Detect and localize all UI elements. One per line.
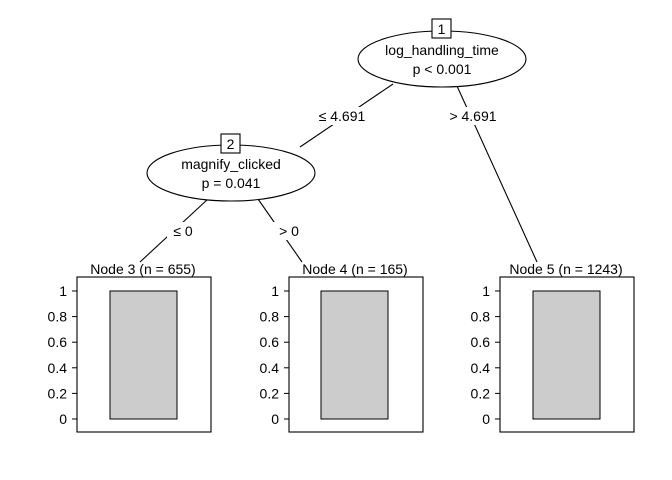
terminal-node-5: Node 5 (n = 1243) bbox=[499, 261, 635, 433]
node-variable: log_handling_time bbox=[385, 42, 499, 58]
edge-label-1-5: > 4.691 bbox=[449, 108, 496, 124]
y-tick-label: 1 bbox=[482, 283, 490, 299]
y-tick-label: 0.2 bbox=[48, 385, 68, 401]
y-tick-label: 0.8 bbox=[48, 309, 68, 325]
y-axis-node-4: 1 0.8 0.6 0.4 0.2 0 bbox=[260, 283, 289, 427]
y-tick-label: 0 bbox=[482, 411, 490, 427]
terminal-title: Node 4 (n = 165) bbox=[302, 261, 407, 277]
y-tick-label: 0.4 bbox=[48, 360, 68, 376]
inner-node-2: 2 magnify_clicked p = 0.041 bbox=[146, 133, 316, 202]
edge-label-2-4: > 0 bbox=[279, 223, 299, 239]
y-tick-label: 0.8 bbox=[260, 309, 280, 325]
node-p-value: p = 0.041 bbox=[202, 175, 261, 191]
terminal-node-4: Node 4 (n = 165) bbox=[288, 261, 424, 433]
node-id: 1 bbox=[438, 21, 446, 37]
edge-label-bg bbox=[272, 222, 306, 240]
y-tick-label: 0.8 bbox=[471, 309, 491, 325]
node-p-value: p < 0.001 bbox=[413, 61, 472, 77]
outcome-bar bbox=[109, 290, 178, 420]
y-tick-label: 1 bbox=[271, 283, 279, 299]
node-ellipse bbox=[357, 30, 527, 88]
y-tick-label: 0.6 bbox=[471, 334, 491, 350]
node-id-box bbox=[220, 133, 241, 154]
terminal-title: Node 3 (n = 655) bbox=[90, 261, 195, 277]
terminal-title: Node 5 (n = 1243) bbox=[509, 261, 622, 277]
terminal-node-3: Node 3 (n = 655) bbox=[76, 261, 212, 433]
y-tick-label: 0.6 bbox=[48, 334, 68, 350]
y-tick-label: 0.2 bbox=[260, 385, 280, 401]
node-id-box bbox=[431, 18, 452, 39]
y-tick-label: 0.2 bbox=[471, 385, 491, 401]
y-tick-label: 0 bbox=[59, 411, 67, 427]
y-tick-label: 0 bbox=[271, 411, 279, 427]
y-axis-node-5: 1 0.8 0.6 0.4 0.2 0 bbox=[471, 283, 500, 427]
outcome-bar bbox=[532, 290, 601, 420]
y-tick-label: 1 bbox=[59, 283, 67, 299]
edge-label-1-2: ≤ 4.691 bbox=[319, 108, 366, 124]
y-tick-label: 0.4 bbox=[471, 360, 491, 376]
node-variable: magnify_clicked bbox=[181, 156, 281, 172]
edge-label-bg bbox=[443, 107, 503, 125]
y-tick-label: 0.6 bbox=[260, 334, 280, 350]
inner-node-1: 1 log_handling_time p < 0.001 bbox=[357, 18, 527, 88]
edge-label-bg bbox=[167, 222, 199, 240]
y-tick-label: 0.4 bbox=[260, 360, 280, 376]
edge-label-2-3: ≤ 0 bbox=[173, 223, 193, 239]
node-id: 2 bbox=[227, 136, 235, 152]
y-axis-node-3: 1 0.8 0.6 0.4 0.2 0 bbox=[48, 283, 77, 427]
outcome-bar bbox=[320, 290, 389, 420]
edge-label-bg bbox=[313, 107, 371, 125]
